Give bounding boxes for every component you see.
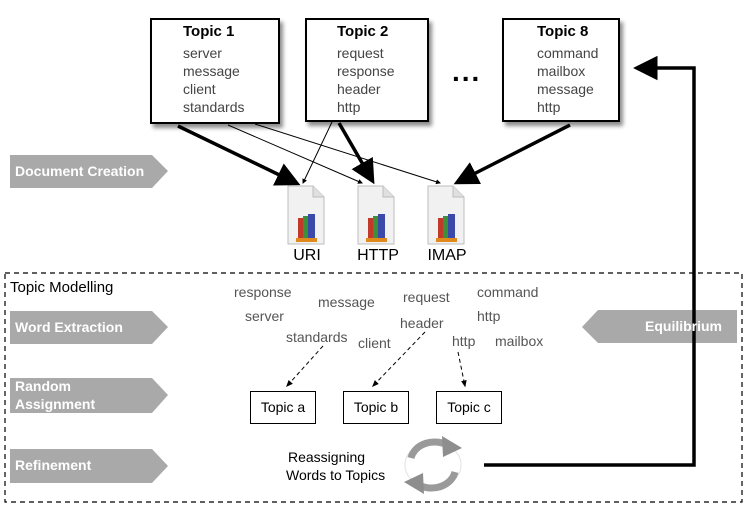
- stage-arrow-refinement: [10, 449, 168, 483]
- topic-title: Topic 2: [337, 23, 389, 40]
- word-token: command: [477, 284, 539, 300]
- assigned-topic-b: Topic b: [343, 391, 409, 424]
- assigned-topic-c: Topic c: [436, 391, 502, 424]
- word-token: http: [477, 308, 501, 324]
- document-icon-uri: [287, 185, 325, 245]
- document-label-http: HTTP: [357, 247, 399, 264]
- stage-label-equilibrium: Equilibrium: [645, 318, 722, 334]
- word-token: message: [318, 294, 375, 310]
- topic-word: header: [337, 81, 381, 97]
- reassign-label-line1: Reassigning: [288, 449, 366, 465]
- word-token: server: [245, 308, 284, 324]
- more-topics-ellipsis: ...: [452, 56, 482, 87]
- topic-modelling-frame: [4, 272, 743, 503]
- stage-arrow-word-extraction: [10, 311, 168, 344]
- refresh-cycle-icon: [404, 436, 462, 494]
- topic-box-2: Topic 2 request response header http: [305, 18, 429, 122]
- word-token: request: [403, 289, 450, 305]
- topic-word: server: [183, 45, 222, 61]
- word-token: response: [234, 284, 292, 300]
- stage-label-document-creation: Document Creation: [15, 163, 145, 179]
- stage-arrow-random-assignment: [10, 378, 168, 413]
- topic-modelling-title: Topic Modelling: [10, 279, 114, 296]
- stage-label-refinement: Refinement: [15, 457, 92, 473]
- stage-label-word-extraction: Word Extraction: [15, 319, 123, 335]
- topic-word: response: [337, 63, 395, 79]
- word-token: mailbox: [495, 333, 544, 349]
- topic-word: mailbox: [537, 63, 586, 79]
- reassign-label-line2: Words to Topics: [286, 467, 386, 483]
- stage-arrow-document-creation: [10, 155, 168, 188]
- topic-word: client: [183, 81, 216, 97]
- topic-title: Topic 8: [537, 23, 589, 40]
- word-token: http: [452, 333, 476, 349]
- word-token: client: [358, 335, 391, 351]
- topic-word: http: [337, 99, 361, 115]
- topic-word: message: [537, 81, 594, 97]
- document-label-imap: IMAP: [427, 247, 467, 264]
- document-label-uri: URI: [293, 247, 321, 264]
- topic-box-1: Topic 1 server message client standards: [150, 18, 280, 124]
- topic-word: standards: [183, 99, 245, 115]
- topic-title: Topic 1: [183, 23, 235, 40]
- topic-word: command: [537, 45, 599, 61]
- stage-label-assignment: Assignment: [15, 396, 96, 412]
- topic-word: message: [183, 63, 240, 79]
- document-icon-imap: [427, 185, 465, 245]
- topic-word: request: [337, 45, 384, 61]
- word-token: header: [400, 315, 444, 331]
- topic-word: http: [537, 99, 561, 115]
- word-token: standards: [286, 329, 348, 345]
- stage-label-random: Random: [15, 378, 71, 394]
- document-icon-http: [357, 185, 395, 245]
- topic-box-8: Topic 8 command mailbox message http: [502, 18, 620, 122]
- stage-arrow-equilibrium: [582, 310, 737, 343]
- assigned-topic-a: Topic a: [250, 391, 316, 424]
